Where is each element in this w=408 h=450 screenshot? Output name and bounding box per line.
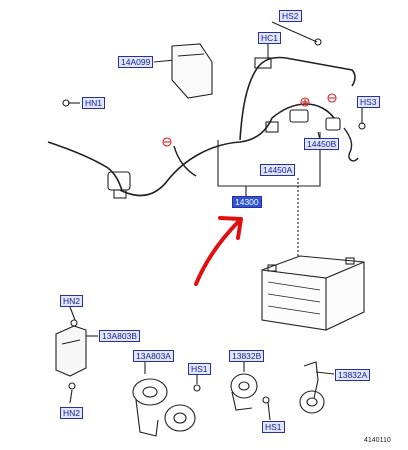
horn-13a803a-bracket <box>135 399 159 437</box>
bolt-hs1-right <box>262 396 270 404</box>
callout-13832a: 13832A <box>335 369 371 381</box>
negative-terminal-clamp <box>325 117 341 131</box>
callout-14a099: 14A099 <box>118 56 154 68</box>
annotation-arrow-head <box>218 216 243 240</box>
callout-hc1: HC1 <box>258 32 282 44</box>
leader-13832a <box>315 371 335 375</box>
positive-terminal-clamp <box>289 109 309 123</box>
harness-cable-right <box>271 103 335 119</box>
battery-post-positive <box>267 264 277 272</box>
horn-13a803a-lower <box>164 404 196 432</box>
horn-13832b <box>230 373 258 399</box>
horn-bracket-detail <box>61 339 81 345</box>
control-module-14a099 <box>171 43 213 99</box>
harness-cable-top <box>239 56 356 141</box>
callout-hn2-top: HN2 <box>60 295 84 307</box>
horn-bracket-13a803b <box>55 325 87 377</box>
horn-13832a-center <box>306 397 318 407</box>
horn-13832b-bracket <box>231 391 253 411</box>
harness-branch <box>173 145 197 177</box>
callout-hs2: HS2 <box>279 10 302 22</box>
callout-13a803b: 13A803B <box>99 330 140 342</box>
harness-cable-mid <box>119 117 273 197</box>
ground-strap <box>343 127 359 162</box>
callout-13832b: 13832B <box>229 350 265 362</box>
horn-13a803a-upper-center <box>142 386 158 398</box>
leader-hn2-top <box>69 306 76 321</box>
negative-marker-right <box>327 93 337 103</box>
bolt-hs3 <box>358 122 366 130</box>
harness-clip-top <box>254 57 272 69</box>
battery <box>261 255 365 331</box>
leader-hs1-right <box>267 401 271 421</box>
harness-cable-left <box>47 141 123 191</box>
nut-hn2-top <box>70 319 78 327</box>
horn-13a803a-upper <box>132 378 168 406</box>
horn-13a803a-lower-center <box>173 412 187 424</box>
callout-13a803a: 13A803A <box>133 350 174 362</box>
control-module-detail <box>177 53 205 57</box>
harness-clip <box>265 121 279 133</box>
horn-13832b-center <box>238 381 250 391</box>
negative-marker-left <box>162 137 172 147</box>
nut-hn2-bottom <box>68 382 76 390</box>
leader-hs2 <box>271 21 318 43</box>
horn-13832a-bracket <box>303 361 319 399</box>
nut-hn1 <box>62 99 70 107</box>
bolt-hs1-left <box>193 384 201 392</box>
annotation-arrow-shaft <box>194 218 242 286</box>
callout-hn2-bottom: HN2 <box>60 407 84 419</box>
callout-hs1-right: HS1 <box>262 421 285 433</box>
callout-14450b: 14450B <box>304 138 340 150</box>
callout-hn1: HN1 <box>82 97 106 109</box>
callout-14450a: 14450A <box>260 164 296 176</box>
battery-ribs <box>267 281 321 315</box>
callout-hs1-left: HS1 <box>188 363 211 375</box>
positive-marker <box>300 97 310 107</box>
callout-14300-selected: 14300 <box>232 196 262 208</box>
leader-14450a <box>217 132 321 187</box>
leader-hn2-bottom <box>69 389 73 404</box>
figure-code: 4140110 <box>364 437 391 444</box>
harness-connector-plug <box>113 189 127 199</box>
bolt-hs2 <box>314 38 322 46</box>
battery-post-negative <box>345 257 355 265</box>
callout-hs3: HS3 <box>357 96 380 108</box>
horn-13832a <box>299 390 325 414</box>
